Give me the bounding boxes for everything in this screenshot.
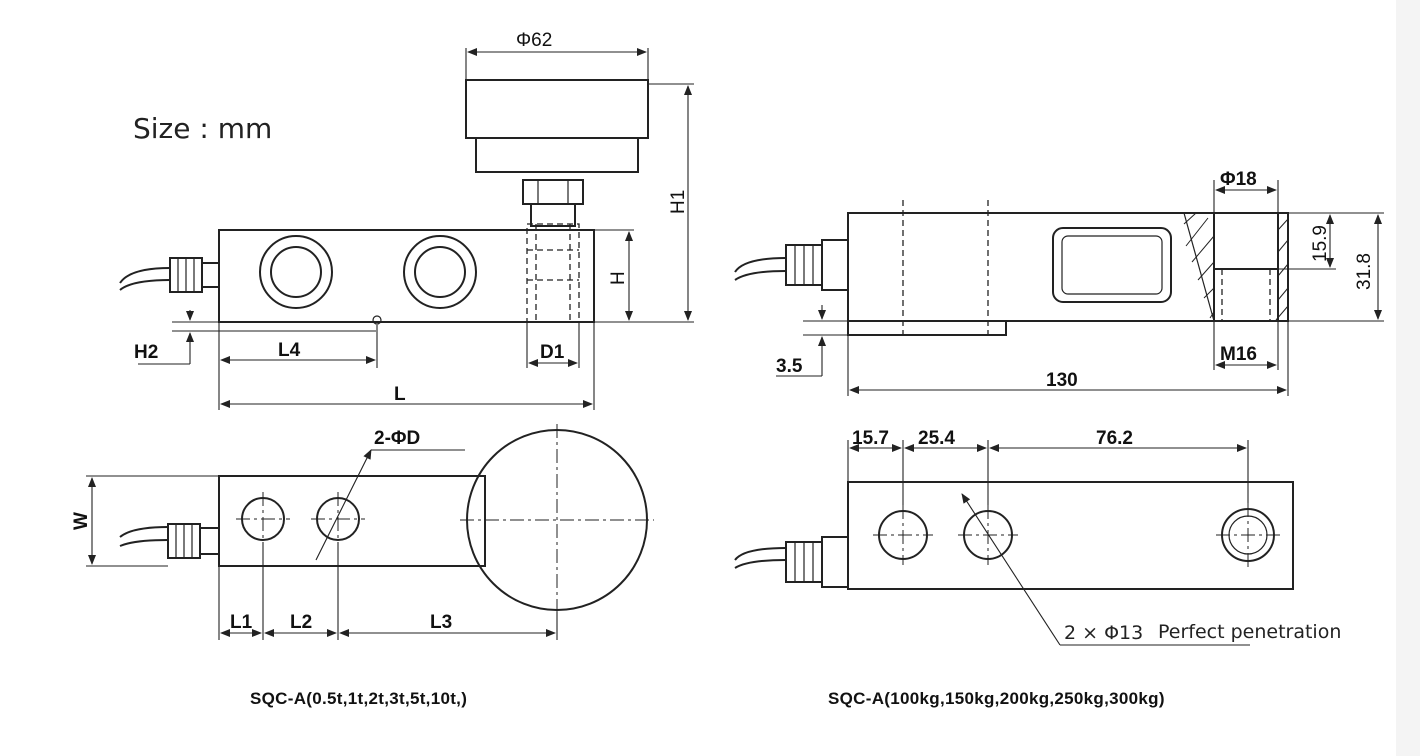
- left-caption: SQC-A(0.5t,1t,2t,3t,5t,10t,): [250, 689, 467, 708]
- dim-l4: L4: [278, 340, 301, 361]
- dim-l3: L3: [430, 612, 452, 633]
- dim-15-9: 15.9: [1310, 225, 1331, 262]
- dim-15-7: 15.7: [852, 428, 889, 449]
- left-ring-outer-1: [259, 235, 333, 309]
- dim-2-phi-d: 2-ΦD: [374, 428, 420, 449]
- right-hole-leader: [961, 493, 1061, 646]
- dim-31-8: 31.8: [1354, 253, 1375, 290]
- left-ring-outer-2: [403, 235, 477, 309]
- dim-l1: L1: [230, 612, 253, 633]
- right-threaded-insert: [1183, 212, 1289, 321]
- left-top-beam: [218, 475, 486, 567]
- left-side-view: Φ62 H1 H H2 L4 D1 L: [119, 30, 694, 410]
- left-top-view: 2-ΦD W L1 L2 L3: [71, 424, 654, 640]
- left-foot-pad: [465, 79, 649, 139]
- dim-3-5: 3.5: [776, 356, 803, 377]
- left-cable: [119, 267, 171, 284]
- unit-label: Size : mm: [133, 112, 272, 145]
- dim-phi62: Φ62: [516, 30, 552, 51]
- dim-l2: L2: [290, 612, 312, 633]
- right-edge-strip: [1396, 0, 1420, 756]
- right-caption: SQC-A(100kg,150kg,200kg,250kg,300kg): [828, 689, 1165, 708]
- perfect-penetration-note: Perfect penetration: [1158, 621, 1341, 643]
- dim-w: W: [71, 512, 92, 530]
- dim-phi18: Φ18: [1220, 169, 1257, 190]
- dim-130: 130: [1046, 370, 1078, 391]
- right-top-view: 15.7 25.4 76.2 2 × Φ13 Perfect penetrati…: [734, 428, 1341, 646]
- dim-h2: H2: [134, 342, 158, 363]
- left-nut: [522, 179, 584, 205]
- dim-76-2: 76.2: [1096, 428, 1133, 449]
- right-top-beam: [847, 481, 1294, 590]
- right-side-view: Φ18 15.9 31.8 3.5 M16 130: [734, 169, 1384, 396]
- right-insert-bore: [1213, 212, 1279, 270]
- left-hole-leader: [315, 449, 372, 561]
- left-threaded-stud: [526, 223, 580, 323]
- dim-l: L: [394, 384, 406, 405]
- dim-m16: M16: [1220, 344, 1257, 365]
- dim-h: H: [608, 271, 629, 285]
- dim-h1: H1: [668, 190, 689, 214]
- dim-d1: D1: [540, 342, 565, 363]
- right-foot-plate: [847, 320, 1007, 336]
- dim-25-4: 25.4: [918, 428, 955, 449]
- dim-holes: 2 × Φ13: [1064, 622, 1143, 644]
- right-gauge-pocket: [1052, 227, 1172, 303]
